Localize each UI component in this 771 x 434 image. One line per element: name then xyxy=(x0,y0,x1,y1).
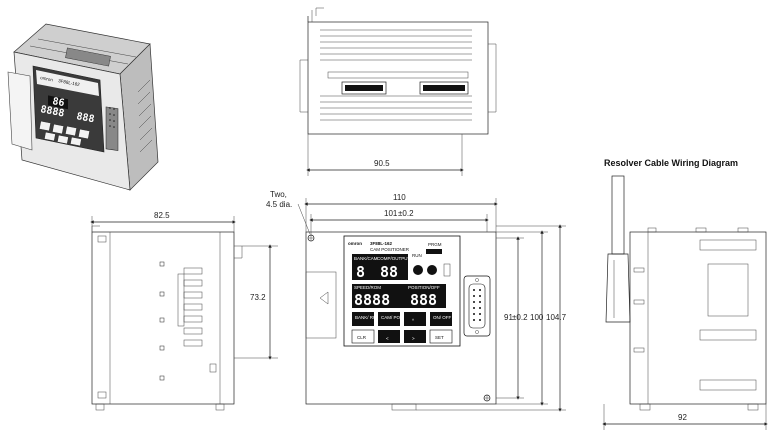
key-clr[interactable] xyxy=(351,329,375,344)
key-set-label: SET xyxy=(435,335,444,340)
top-view: 90.5 xyxy=(299,7,497,176)
front-prog-label: PRGM xyxy=(428,242,442,247)
front-bank-label: BANK/CAM xyxy=(354,256,378,261)
front-brand: omron xyxy=(348,241,362,246)
front-comp-label: COMP/OUTPUT xyxy=(377,256,411,261)
photo-digits-small: 86 xyxy=(51,96,65,109)
front-speed-digits: 8888 xyxy=(354,291,390,309)
dim-resolver-width: 92 xyxy=(678,413,687,422)
front-led-2 xyxy=(427,265,437,275)
key-up[interactable] xyxy=(404,312,426,326)
front-position-digits: 888 xyxy=(410,291,437,309)
side-view: 82.5 73.2 xyxy=(90,211,278,411)
resolver-cable xyxy=(611,175,625,255)
key-left[interactable] xyxy=(378,330,400,343)
device-photo: omron 3F88L-162 86 8888 888 xyxy=(7,23,159,191)
front-subtitle: CAM POSITIONER xyxy=(370,247,410,252)
dim-front-total-width: 110 xyxy=(393,193,406,202)
key-clr-label: CLR xyxy=(357,335,367,340)
front-speed-label: SPEED/ROM xyxy=(354,285,381,290)
front-model: 3F88L-162 xyxy=(370,241,393,246)
dim-front-hole-pitch-tol: ±0.2 xyxy=(398,209,414,218)
key-right-label: > xyxy=(412,336,415,341)
key-set[interactable] xyxy=(429,329,453,344)
dim-side-width: 82.5 xyxy=(154,211,170,220)
key-cam-power-label: CAM/ POWER xyxy=(381,315,411,320)
front-bank-digit: 8 xyxy=(356,263,365,281)
dim-front-hole-vpitch: 91 xyxy=(504,313,513,322)
photo-model: 3F88L-162 xyxy=(58,78,81,87)
dim-front-hole-vpitch-tol: ±0.2 xyxy=(512,313,528,322)
front-run-label: RUN xyxy=(412,253,422,258)
resolver-view: 92 xyxy=(602,175,768,430)
photo-digits-right: 888 xyxy=(75,111,95,125)
side-view-vents xyxy=(177,267,203,347)
photo-brand: omron xyxy=(40,75,54,82)
dim-front-height: 100 xyxy=(530,313,544,322)
callout-mount-holes-1: Two, xyxy=(270,190,287,199)
front-led-1 xyxy=(413,265,423,275)
dim-side-height: 73.2 xyxy=(250,293,266,302)
key-on-off-label: ON/ OFF xyxy=(433,315,451,320)
key-cam-power[interactable] xyxy=(378,312,400,326)
resolver-title: Resolver Cable Wiring Diagram xyxy=(604,158,738,168)
key-on-off[interactable] xyxy=(430,312,452,326)
key-bank-run[interactable] xyxy=(352,312,374,326)
key-left-label: < xyxy=(386,336,389,341)
key-bank-run-label: BANK/ RUN xyxy=(355,315,380,320)
dim-front-total-height: 104.7 xyxy=(546,313,567,322)
key-right[interactable] xyxy=(404,330,426,343)
front-position-label: POSITION/OFF xyxy=(408,285,440,290)
photo-digits-left: 8888 xyxy=(39,104,65,119)
front-cam-digits: 88 xyxy=(380,263,398,281)
top-view-vents xyxy=(320,29,472,121)
dim-front-hole-pitch: 101 xyxy=(384,209,398,218)
front-view: omron 3F88L-162 CAM POSITIONER PRGM RUN … xyxy=(266,190,567,412)
key-up-label: ^ xyxy=(412,318,415,323)
callout-mount-holes-2: 4.5 dia. xyxy=(266,200,292,209)
dim-top-width: 90.5 xyxy=(374,159,390,168)
